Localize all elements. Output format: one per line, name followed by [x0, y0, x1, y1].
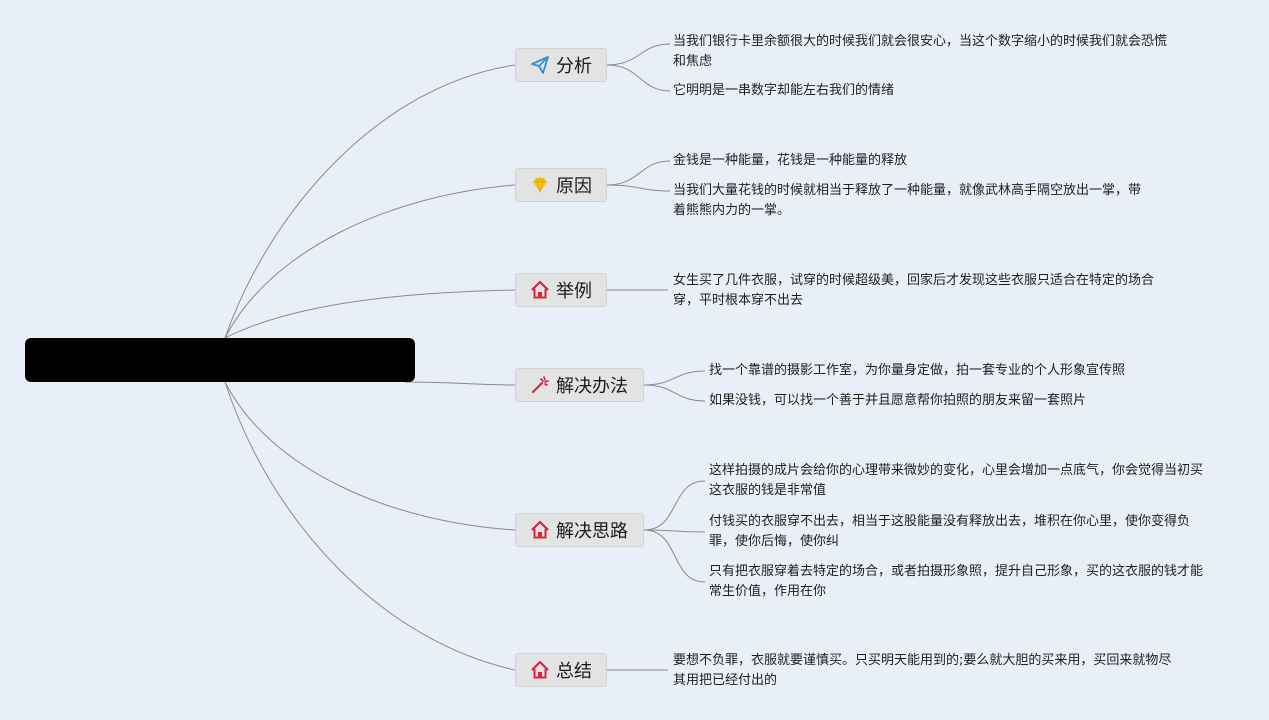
- house-icon: [530, 520, 550, 540]
- house-icon: [530, 660, 550, 680]
- connector-leaf: [606, 43, 671, 66]
- leaf-text[interactable]: 只有把衣服穿着去特定的场合，或者拍摄形象照，提升自己形象，买的这衣服的钱才能常生…: [709, 564, 1204, 599]
- branch-solution[interactable]: 解决办法: [515, 368, 644, 402]
- leaf-text[interactable]: 当我们银行卡里余额很大的时候我们就会很安心，当这个数字缩小的时候我们就会恐慌和焦…: [673, 34, 1168, 69]
- branch-reason[interactable]: 原因: [515, 168, 607, 202]
- root-node[interactable]: [25, 338, 415, 382]
- branch-label: 总结: [556, 661, 592, 682]
- branch-approach[interactable]: 解决思路: [515, 513, 644, 547]
- leaf-text[interactable]: 找一个靠谱的摄影工作室，为你量身定做，拍一套专业的个人形象宣传照: [709, 363, 1126, 378]
- connector-leaf: [643, 480, 706, 531]
- branch-label: 分析: [556, 56, 592, 77]
- leaf-text[interactable]: 女生买了几件衣服，试穿的时候超级美，回家后才发现这些衣服只适合在特定的场合穿，平…: [673, 273, 1155, 308]
- branch-analysis[interactable]: 分析: [515, 48, 607, 82]
- connector-root-reason: [224, 184, 516, 339]
- connector-leaf: [643, 370, 706, 386]
- leaf-text[interactable]: 付钱买的衣服穿不出去，相当于这股能量没有释放出去，堆积在你心里，使你变得负罪，使…: [709, 514, 1191, 549]
- connector-leaf: [606, 160, 671, 186]
- magic-wand-icon: [530, 375, 550, 395]
- branch-label: 解决思路: [556, 521, 628, 542]
- branch-example[interactable]: 举例: [515, 273, 607, 307]
- leaf-text[interactable]: 当我们大量花钱的时候就相当于释放了一种能量，就像武林高手隔空放出一掌，带着熊熊内…: [673, 183, 1142, 218]
- connector-leaf: [606, 184, 671, 192]
- diamond-icon: [530, 175, 550, 195]
- connector-root-analysis: [224, 64, 516, 339]
- connector-root-example: [224, 289, 516, 339]
- connector-root-summary: [224, 381, 516, 671]
- branch-summary[interactable]: 总结: [515, 653, 607, 687]
- leaf-text[interactable]: 这样拍摄的成片会给你的心理带来微妙的变化，心里会增加一点底气，你会觉得当初买这衣…: [709, 463, 1204, 498]
- connector-root-solution: [404, 381, 516, 386]
- connector-root-approach: [224, 381, 516, 531]
- leaf-text[interactable]: 它明明是一串数字却能左右我们的情绪: [673, 83, 895, 98]
- branch-label: 原因: [556, 176, 592, 197]
- branch-label: 举例: [556, 281, 592, 302]
- leaf-text[interactable]: 要想不负罪，衣服就要谨慎买。只买明天能用到的;要么就大胆的买来用，买回来就物尽其…: [673, 653, 1172, 688]
- connector-leaf: [606, 64, 671, 92]
- branch-label: 解决办法: [556, 376, 628, 397]
- leaf-text[interactable]: 如果没钱，可以找一个善于并且愿意帮你拍照的朋友来留一套照片: [709, 393, 1087, 408]
- connector-leaf: [643, 529, 706, 583]
- connector-leaf: [643, 384, 706, 402]
- leaf-text[interactable]: 金钱是一种能量，花钱是一种能量的释放: [673, 153, 908, 168]
- paper-plane-icon: [530, 55, 550, 75]
- house-icon: [530, 280, 550, 300]
- connector-leaf: [643, 529, 706, 533]
